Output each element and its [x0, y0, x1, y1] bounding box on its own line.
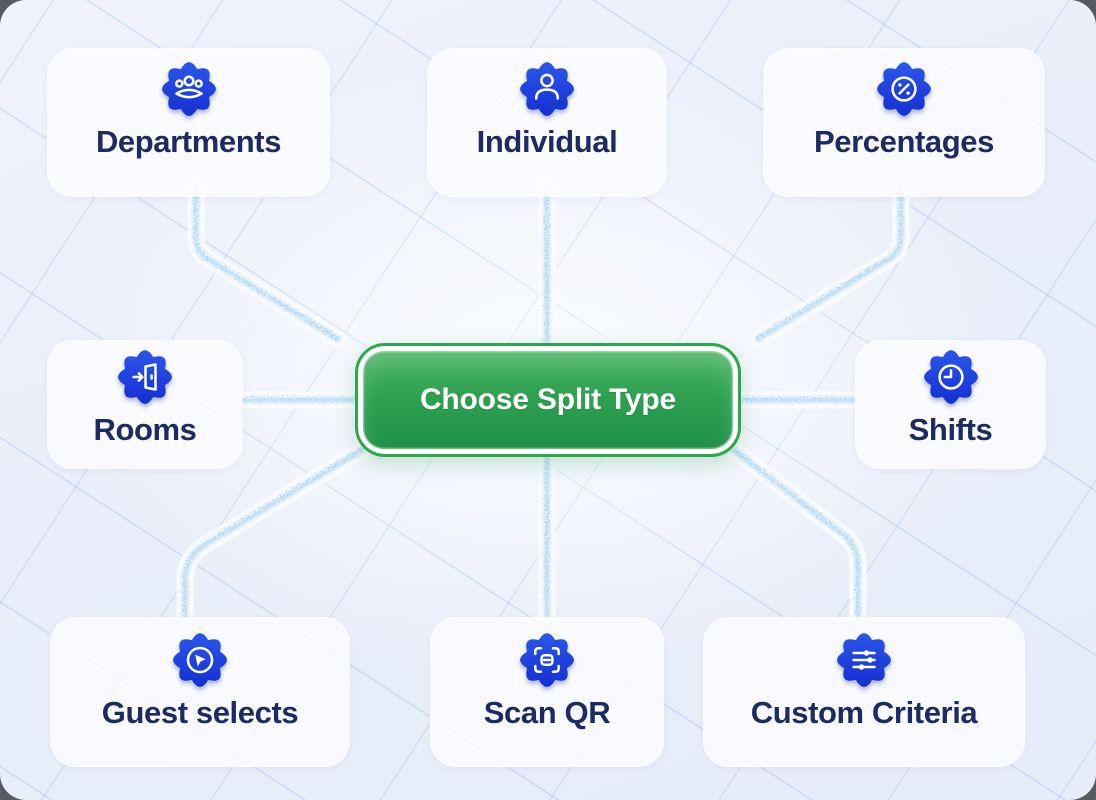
option-card-guest-selects[interactable]: Guest selects [50, 617, 350, 767]
sliders-icon [837, 633, 891, 687]
team-icon [161, 62, 216, 116]
choose-split-type-button-face: Choose Split Type [363, 351, 733, 449]
option-card-departments[interactable]: Departments [47, 48, 330, 197]
option-card-individual[interactable]: Individual [427, 48, 667, 197]
clock-icon [923, 350, 978, 404]
door-enter-icon [118, 350, 172, 404]
option-label: Rooms [93, 412, 197, 447]
option-label: Departments [95, 124, 282, 159]
option-label: Percentages [814, 124, 994, 159]
option-label: Guest selects [101, 695, 299, 730]
option-card-scan-qr[interactable]: Scan QR [430, 617, 664, 767]
option-card-shifts[interactable]: Shifts [855, 340, 1046, 469]
option-label: Shifts [908, 412, 993, 447]
percent-badge-icon [877, 62, 931, 116]
option-card-percentages[interactable]: Percentages [763, 48, 1045, 197]
option-card-rooms[interactable]: Rooms [47, 340, 243, 469]
choose-split-type-label: Choose Split Type [419, 383, 677, 416]
option-label: Individual [476, 124, 618, 159]
qr-scan-icon [520, 633, 574, 687]
cursor-pointer-icon [173, 633, 227, 687]
option-label: Custom Criteria [750, 695, 978, 730]
choose-split-type-button[interactable]: Choose Split Type [355, 343, 741, 457]
option-card-custom-criteria[interactable]: Custom Criteria [703, 617, 1025, 767]
person-icon [520, 62, 574, 116]
option-label: Scan QR [483, 695, 611, 730]
